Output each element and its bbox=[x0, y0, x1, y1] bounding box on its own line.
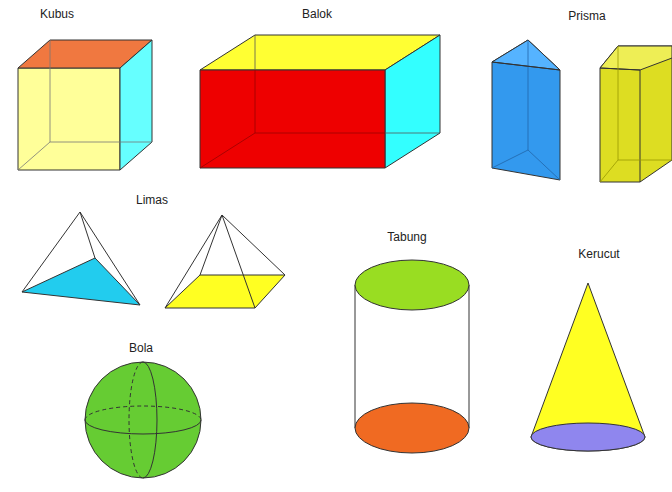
cylinder bbox=[355, 260, 469, 453]
prism-hidden-edge bbox=[528, 40, 529, 150]
cube-side bbox=[120, 40, 152, 170]
hexagonal-prism bbox=[600, 46, 672, 182]
shape-label: Kubus bbox=[40, 8, 74, 21]
sphere-meridian-front bbox=[143, 362, 157, 478]
pyramid-base bbox=[22, 258, 140, 305]
sphere-body bbox=[85, 362, 201, 478]
hex-prism-hidden-edges bbox=[600, 46, 672, 182]
pyramid-edges bbox=[22, 212, 140, 305]
sphere bbox=[85, 362, 201, 478]
hex-prism-body bbox=[600, 46, 672, 182]
cylinder-bottom bbox=[355, 403, 469, 453]
cuboid-back-edges bbox=[200, 70, 385, 168]
cuboid bbox=[200, 35, 440, 168]
sphere-equator-front bbox=[85, 420, 201, 434]
hex-prism-edges bbox=[600, 68, 640, 182]
cone-base bbox=[531, 423, 645, 451]
shape-label: Balok bbox=[302, 8, 332, 21]
shape-label: Prisma bbox=[568, 10, 605, 23]
shape-label: Tabung bbox=[387, 231, 426, 244]
prism-base-edges bbox=[492, 150, 560, 180]
shape-label: Bola bbox=[129, 342, 153, 355]
cuboid-side bbox=[385, 35, 440, 168]
cuboid-hidden-edges bbox=[255, 35, 440, 133]
square-pyramid bbox=[165, 215, 285, 308]
cone-body bbox=[531, 283, 645, 451]
cube-front bbox=[18, 68, 120, 170]
shape-label: Limas bbox=[136, 194, 168, 207]
square-pyramid-base bbox=[165, 275, 285, 308]
cube bbox=[18, 40, 152, 170]
hex-prism-top bbox=[600, 46, 672, 70]
square-pyramid-edges bbox=[165, 215, 285, 308]
cuboid-front bbox=[200, 70, 385, 168]
cylinder-top bbox=[355, 260, 469, 310]
sphere-equator-back bbox=[85, 406, 201, 420]
prism-edge bbox=[492, 62, 560, 70]
shape-label: Kerucut bbox=[578, 248, 619, 261]
prism-top bbox=[492, 40, 560, 70]
triangular-prism bbox=[492, 40, 560, 180]
triangular-pyramid bbox=[22, 212, 140, 305]
cube-hidden-edges bbox=[18, 40, 152, 170]
cone bbox=[531, 283, 645, 451]
sphere-meridian-back bbox=[129, 362, 143, 478]
prism-body bbox=[492, 40, 560, 180]
